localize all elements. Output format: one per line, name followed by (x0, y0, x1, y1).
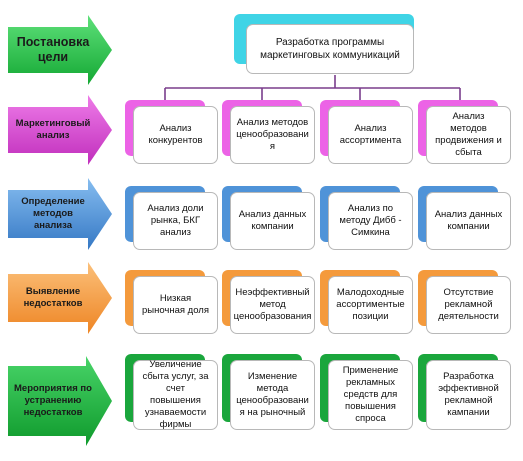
box-label: Применение рекламных средств для повышен… (342, 365, 399, 424)
box-label: Анализ методов ценообразовани я (236, 117, 309, 152)
analysis-box: Анализ конкурентов (133, 106, 218, 164)
stage-arrow-measures: Мероприятия по устранению недостатков (8, 356, 112, 446)
stage-label: Определение методов анализа (21, 196, 85, 231)
box-label: Изменение метода ценообразовани я на рын… (236, 371, 309, 418)
box-label: Малодоходные ассортиментые позиции (336, 287, 405, 322)
stage-label: Постановка цели (16, 35, 90, 64)
stage-arrow-analysis: Маркетинговый анализ (8, 95, 112, 165)
box-label: Анализ методов продвижения и сбыта (435, 111, 502, 158)
stage-arrow-methods: Определение методов анализа (8, 178, 112, 250)
method-box: Анализ данных компании (230, 192, 315, 250)
top-goal-label: Разработка программы маркетинговых комму… (260, 37, 400, 61)
box-label: Разработка эффективной рекламной кампани… (438, 371, 499, 418)
box-label: Низкая рыночная доля (141, 293, 209, 316)
arrow-right-icon (8, 15, 112, 85)
stage-label: Маркетинговый анализ (15, 118, 91, 141)
box-label: Анализ конкурентов (148, 123, 203, 146)
box-label: Неэффективный метод ценообразования (233, 287, 312, 322)
box-label: Анализ доли рынка, БКГ анализ (147, 203, 204, 238)
box-label: Анализ данных компании (434, 209, 503, 232)
analysis-box: Анализ методов ценообразовани я (230, 106, 315, 164)
stage-arrow-goal: Постановка цели (8, 15, 112, 85)
box-label: Анализ данных компании (238, 209, 307, 232)
analysis-box: Анализ ассортимента (328, 106, 413, 164)
flaw-box: Отсутствие рекламной деятельности (426, 276, 511, 334)
box-label: Отсутствие рекламной деятельности (438, 287, 499, 322)
flaw-box: Низкая рыночная доля (133, 276, 218, 334)
stage-label: Выявление недостатков (23, 286, 83, 309)
arrow-right-icon (8, 95, 112, 165)
measure-box: Применение рекламных средств для повышен… (328, 360, 413, 430)
method-box: Анализ данных компании (426, 192, 511, 250)
box-label: Увеличение сбыта услуг, за счет повышени… (142, 359, 209, 430)
box-label: Анализ ассортимента (339, 123, 402, 146)
analysis-box: Анализ методов продвижения и сбыта (426, 106, 511, 164)
top-goal-box: Разработка программы маркетинговых комму… (246, 24, 414, 74)
measure-box: Изменение метода ценообразовани я на рын… (230, 360, 315, 430)
flaw-box: Неэффективный метод ценообразования (230, 276, 315, 334)
arrow-right-icon (8, 262, 112, 334)
method-box: Анализ по методу Дибб - Симкина (328, 192, 413, 250)
stage-label: Мероприятия по устранению недостатков (14, 383, 92, 418)
arrow-right-icon (8, 178, 112, 250)
arrow-right-icon (8, 356, 112, 446)
box-label: Анализ по методу Дибб - Симкина (339, 203, 402, 238)
measure-box: Увеличение сбыта услуг, за счет повышени… (133, 359, 218, 430)
flaw-box: Малодоходные ассортиментые позиции (328, 276, 413, 334)
method-box: Анализ доли рынка, БКГ анализ (133, 192, 218, 250)
stage-arrow-flaws: Выявление недостатков (8, 262, 112, 334)
measure-box: Разработка эффективной рекламной кампани… (426, 360, 511, 430)
